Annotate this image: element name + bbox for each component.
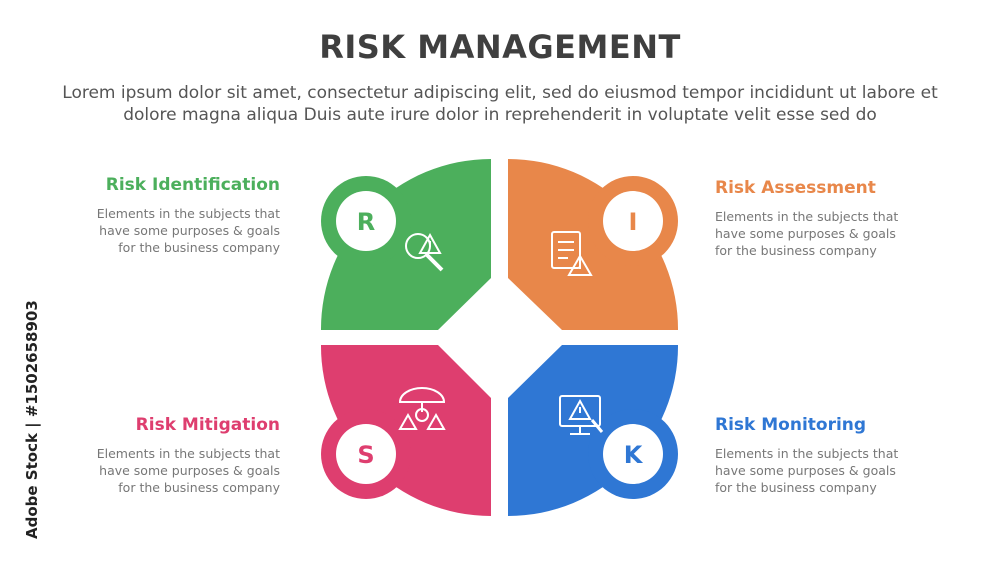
label-risk-assessment: Risk Assessment Elements in the subjects… [715,178,935,259]
checklist-warning-icon [551,231,593,276]
segment-k-letter: K [624,441,644,469]
page-title: RISK MANAGEMENT [319,28,681,66]
desc-risk-identification: Elements in the subjects that have some … [96,206,280,255]
segment-s-letter: S [357,441,374,469]
segment-i-badge [603,191,663,251]
segment-i-shape [508,159,679,330]
segment-k-shape [508,345,679,516]
desc-risk-mitigation: Elements in the subjects that have some … [96,446,280,495]
heading-risk-mitigation: Risk Mitigation [135,415,280,435]
label-risk-identification: Risk Identification Elements in the subj… [60,175,280,256]
desc-risk-monitoring: Elements in the subjects that have some … [715,446,899,495]
heading-risk-identification: Risk Identification [105,175,280,195]
label-risk-monitoring: Risk Monitoring Elements in the subjects… [715,415,935,496]
label-risk-mitigation: Risk Mitigation Elements in the subjects… [60,415,280,496]
heading-risk-assessment: Risk Assessment [715,178,876,198]
segment-k-badge [603,424,663,484]
segment-s-shape [320,345,491,516]
segment-s-badge [336,424,396,484]
heading-risk-monitoring: Risk Monitoring [715,415,867,435]
umbrella-warning-icon [398,387,446,430]
segment-s: S [320,345,491,516]
page-subtitle: Lorem ipsum dolor sit amet, consectetur … [62,83,938,125]
segment-r-letter: R [357,208,375,236]
segment-r: R [320,159,491,330]
desc-risk-assessment: Elements in the subjects that have some … [715,209,899,258]
segment-k: K [508,345,679,516]
magnifier-warning-icon [405,232,444,272]
segment-i: I [508,159,679,330]
monitor-warning-icon [559,395,604,435]
segment-r-badge [336,191,396,251]
segment-i-letter: I [629,208,638,236]
